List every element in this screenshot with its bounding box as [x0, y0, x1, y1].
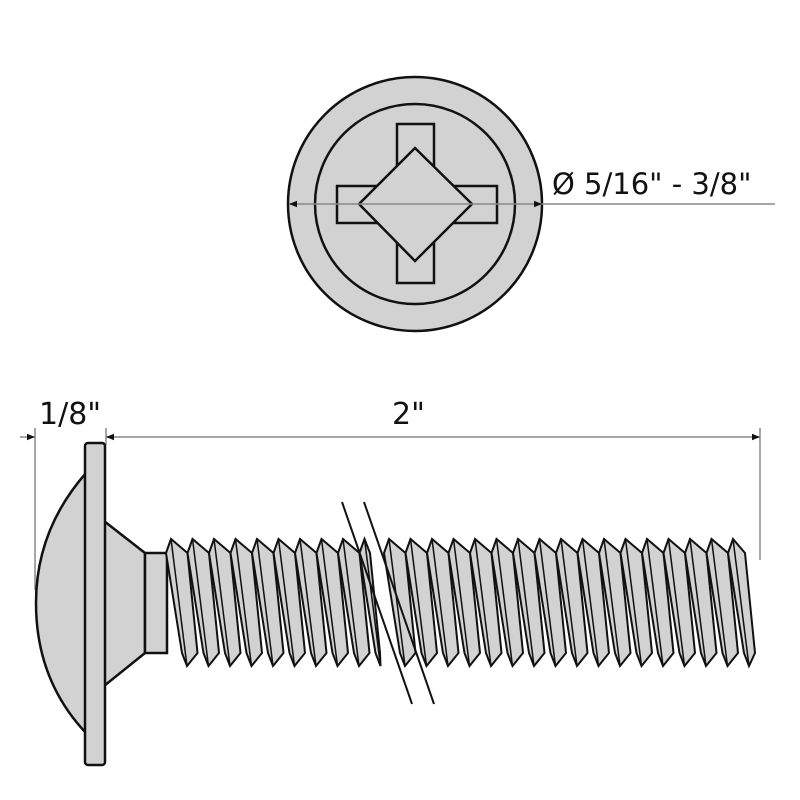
thread-edge — [495, 538, 514, 667]
length-label: 2" — [392, 397, 425, 432]
head-dome — [34, 469, 88, 737]
thread-edge — [388, 538, 406, 667]
head-flange — [83, 441, 107, 767]
head-underside-cone — [102, 518, 147, 689]
head-top-view: Ø 5/16" - 3/8" — [286, 75, 775, 333]
thread-edge — [474, 538, 492, 667]
thread-edge — [409, 538, 428, 667]
thread-edge — [277, 538, 296, 667]
thread-edge — [667, 538, 686, 667]
head-thickness-label: 1/8" — [39, 397, 101, 432]
thread-edge — [213, 538, 231, 667]
thread-edge — [517, 538, 535, 667]
thread-edge — [363, 538, 382, 667]
thread-edge — [342, 538, 360, 667]
thread-edge — [191, 538, 210, 667]
thread-edge — [256, 538, 274, 667]
thread-edge — [624, 538, 643, 667]
break-line — [341, 501, 413, 705]
thread-edge — [320, 538, 339, 667]
thread-edge — [538, 538, 557, 667]
thread-edge — [234, 538, 253, 667]
threaded-shank — [164, 536, 757, 669]
thread-edge — [710, 538, 729, 667]
thread-edge — [431, 538, 449, 667]
break-line — [363, 501, 435, 705]
thread-edge — [581, 538, 600, 667]
thread-edge — [299, 538, 317, 667]
bolt-side-view: 1/8" 2" — [20, 397, 761, 767]
thread-edge — [689, 538, 707, 667]
thread-edge — [560, 538, 578, 667]
thread-edge — [646, 538, 664, 667]
diameter-label: Ø 5/16" - 3/8" — [552, 167, 751, 201]
thread-edge — [732, 538, 750, 667]
thread-edge — [170, 538, 188, 667]
bolt-neck — [143, 551, 169, 655]
thread-edge — [603, 538, 621, 667]
thread-edge — [452, 538, 471, 667]
